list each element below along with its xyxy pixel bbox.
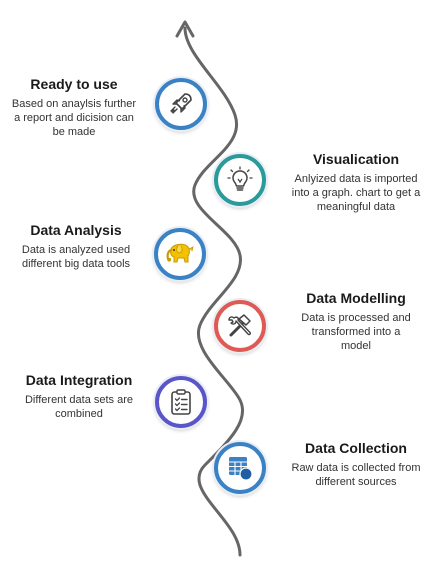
checklist-icon xyxy=(171,389,191,415)
stage-description: Different data sets are combined xyxy=(24,394,134,420)
stage-description: Anlyized data is imported into a graph. … xyxy=(291,173,421,213)
stage-collection-text: Data Collection Raw data is collected fr… xyxy=(278,440,434,489)
stage-modelling-circle xyxy=(214,300,266,352)
stage-visualication-circle xyxy=(214,154,266,206)
stage-title: Data Integration xyxy=(25,372,133,388)
stage-collection-circle xyxy=(214,442,266,494)
stage-title: Data Collection xyxy=(305,440,407,456)
stage-ready-circle xyxy=(155,78,207,130)
stage-analysis-circle xyxy=(154,228,206,280)
stage-integration-circle xyxy=(155,376,207,428)
stage-title: Ready to use xyxy=(30,76,118,92)
stage-description: Raw data is collected from different sou… xyxy=(291,462,421,488)
stage-modelling-text: Data Modelling Data is processed and tra… xyxy=(280,290,432,353)
stage-description: Data is processed and transformed into a… xyxy=(301,312,411,352)
stage-title: Visualication xyxy=(312,151,400,167)
stage-integration-text: Data Integration Different data sets are… xyxy=(10,372,148,421)
elephant-icon xyxy=(166,243,194,263)
database-icon xyxy=(229,457,253,481)
stage-analysis-text: Data Analysis Data is analyzed used diff… xyxy=(6,222,146,271)
lightbulb-icon xyxy=(227,166,253,191)
stage-description: Data is analyzed used different big data… xyxy=(21,244,131,270)
stage-visualication-text: Visualication Anlyized data is imported … xyxy=(278,151,434,214)
rocket-icon xyxy=(170,93,192,114)
arrowhead-icon xyxy=(175,20,195,38)
stage-ready-text: Ready to use Based on anaylsis further a… xyxy=(0,76,148,139)
tools-icon xyxy=(228,314,251,337)
stage-title: Data Modelling xyxy=(306,290,406,306)
stage-description: Based on anaylsis further a report and d… xyxy=(11,98,137,138)
stage-title: Data Analysis xyxy=(30,222,122,238)
